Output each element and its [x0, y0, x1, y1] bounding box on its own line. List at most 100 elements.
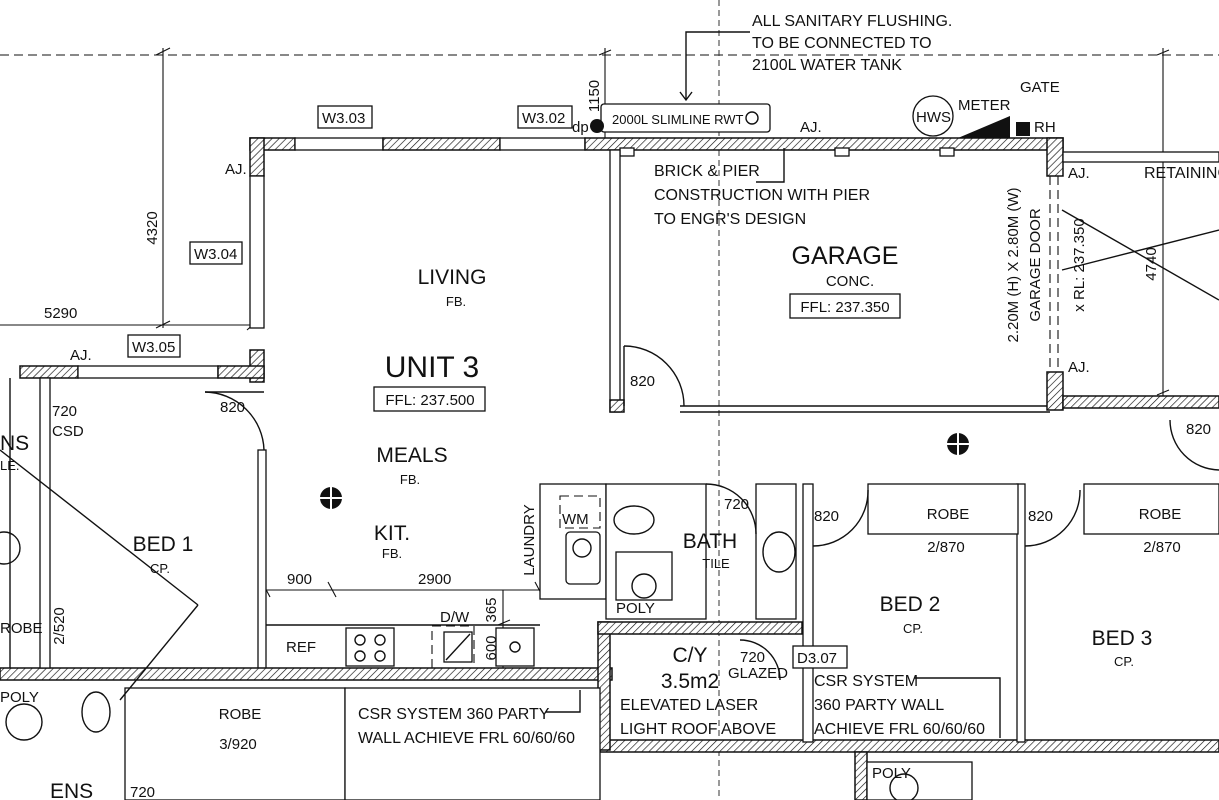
glazed-label: GLAZED	[728, 665, 788, 682]
door-720-bottom: 720	[130, 784, 155, 800]
rh-label: RH	[1034, 119, 1056, 136]
wm-label: WM	[562, 511, 589, 528]
dim-4320: 4320	[144, 211, 161, 244]
unit-ffl-box	[373, 386, 486, 412]
window-tag-w304	[189, 241, 243, 265]
door-720-csd: 720	[52, 403, 77, 420]
window-tag-w302	[517, 105, 573, 129]
retaining-label: RETAINING	[1144, 165, 1219, 182]
room-garage: GARAGE	[792, 242, 899, 270]
room-bath: BATH	[683, 530, 737, 553]
poly-tub-bottom	[889, 773, 919, 800]
garage-door-size: 2.20M (H) X 2.80M (W)	[1005, 187, 1022, 342]
dim-2900: 2900	[418, 571, 451, 588]
dim-4740: 4740	[1143, 247, 1160, 280]
robe-bed3: ROBE	[1139, 506, 1182, 523]
window-tag-w305	[127, 334, 181, 358]
dp-label: dp	[572, 119, 589, 136]
dim-1150: 1150	[586, 80, 603, 112]
ens-toilet	[81, 691, 111, 733]
room-meals: MEALS	[376, 444, 447, 467]
unit-ffl: FFL: 237.500	[385, 392, 474, 409]
room-laundry: LAUNDRY	[521, 504, 538, 575]
flushing-arrow	[685, 31, 750, 100]
csr-right-2: 360 PARTY WALL	[814, 697, 944, 714]
note-flushing-1: ALL SANITARY FLUSHING.	[752, 13, 952, 30]
csr-left-2: WALL ACHIEVE FRL 60/60/60	[358, 730, 575, 747]
window-w304: W3.04	[194, 246, 237, 263]
window-w302: W3.02	[522, 110, 565, 127]
aj-label-1: AJ.	[225, 161, 247, 178]
robe-bed3-size: 2/870	[1143, 539, 1181, 556]
poly-label-bath: POLY	[616, 600, 655, 617]
dw-label: D/W	[440, 609, 470, 626]
csd-label: CSD	[52, 423, 84, 440]
room-garage-finish: CONC.	[826, 273, 874, 290]
room-ens-top-finish: LE.	[0, 458, 20, 473]
rh-icon	[1016, 122, 1030, 136]
room-living: LIVING	[418, 266, 487, 289]
robe-bed2-size: 2/870	[927, 539, 965, 556]
door-720-cy: 720	[740, 649, 765, 666]
door-tag-d307	[792, 645, 848, 669]
dim-2-520: 2/520	[51, 607, 68, 645]
door-820-bed2: 820	[814, 508, 839, 525]
note-brick-3: TO ENGR'S DESIGN	[654, 211, 806, 228]
light-fitting-1	[320, 487, 342, 509]
door-820-living: 820	[220, 399, 245, 416]
note-brick-2: CONSTRUCTION WITH PIER	[654, 187, 870, 204]
window-w303: W3.03	[322, 110, 365, 127]
aj-label-5: AJ.	[1068, 359, 1090, 376]
robe-bottom-size: 3/920	[219, 736, 257, 753]
room-cy-note-2: LIGHT ROOF ABOVE	[620, 721, 776, 738]
note-brick-1: BRICK & PIER	[654, 163, 760, 180]
dimension-4320	[155, 47, 171, 329]
room-kit: KIT.	[374, 522, 410, 545]
ens-top-basin	[0, 531, 21, 565]
aj-label-2: AJ.	[70, 347, 92, 364]
rl-label: x RL: 237.350	[1071, 218, 1088, 311]
aj-label-3: AJ.	[800, 119, 822, 136]
room-bed2-finish: CP.	[903, 621, 923, 636]
csr-left-1: CSR SYSTEM 360 PARTY	[358, 706, 550, 723]
light-fitting-2	[947, 433, 969, 455]
dimension-5290	[0, 319, 259, 331]
door-820-garage: 820	[630, 373, 655, 390]
hws-symbol	[912, 95, 954, 137]
bath-poly	[615, 551, 673, 601]
meter-icon	[958, 116, 1010, 138]
room-cy-note-1: ELEVATED LASER	[620, 697, 758, 714]
unit-title: UNIT 3	[385, 351, 479, 384]
csr-right-arrow	[914, 677, 1001, 738]
door-820-bed3: 820	[1028, 508, 1053, 525]
poly-label-bottom: POLY	[872, 765, 911, 782]
room-bed1: BED 1	[133, 533, 194, 556]
rl-cross-2	[1061, 229, 1219, 271]
toilet	[613, 505, 655, 535]
door-820-right: 820	[1186, 421, 1211, 438]
garage-ffl: FFL: 237.350	[800, 299, 889, 316]
room-bed3: BED 3	[1092, 627, 1153, 650]
door-d307: D3.07	[797, 650, 837, 667]
room-ens-top: NS	[0, 432, 29, 455]
csr-right-3: ACHIEVE FRL 60/60/60	[814, 721, 985, 738]
rwt-tank	[600, 103, 771, 133]
window-w305: W3.05	[132, 339, 175, 356]
dim-900: 900	[287, 571, 312, 588]
ens-basin	[5, 703, 43, 741]
basin	[762, 531, 796, 573]
csr-left-arrow	[546, 690, 581, 713]
bed1-roof-line	[0, 449, 199, 606]
meter-label: METER	[958, 97, 1011, 114]
room-kit-finish: FB.	[382, 546, 402, 561]
room-ens-bottom: ENS	[50, 780, 93, 800]
aj-label-4: AJ.	[1068, 165, 1090, 182]
robe-bottom: ROBE	[219, 706, 262, 723]
dimension-4740	[1156, 48, 1170, 398]
ref-label: REF	[286, 639, 316, 656]
room-bed3-finish: CP.	[1114, 654, 1134, 669]
room-bed2: BED 2	[880, 593, 941, 616]
dim-5290: 5290	[44, 305, 77, 322]
room-bed1-finish: CP.	[150, 561, 170, 576]
